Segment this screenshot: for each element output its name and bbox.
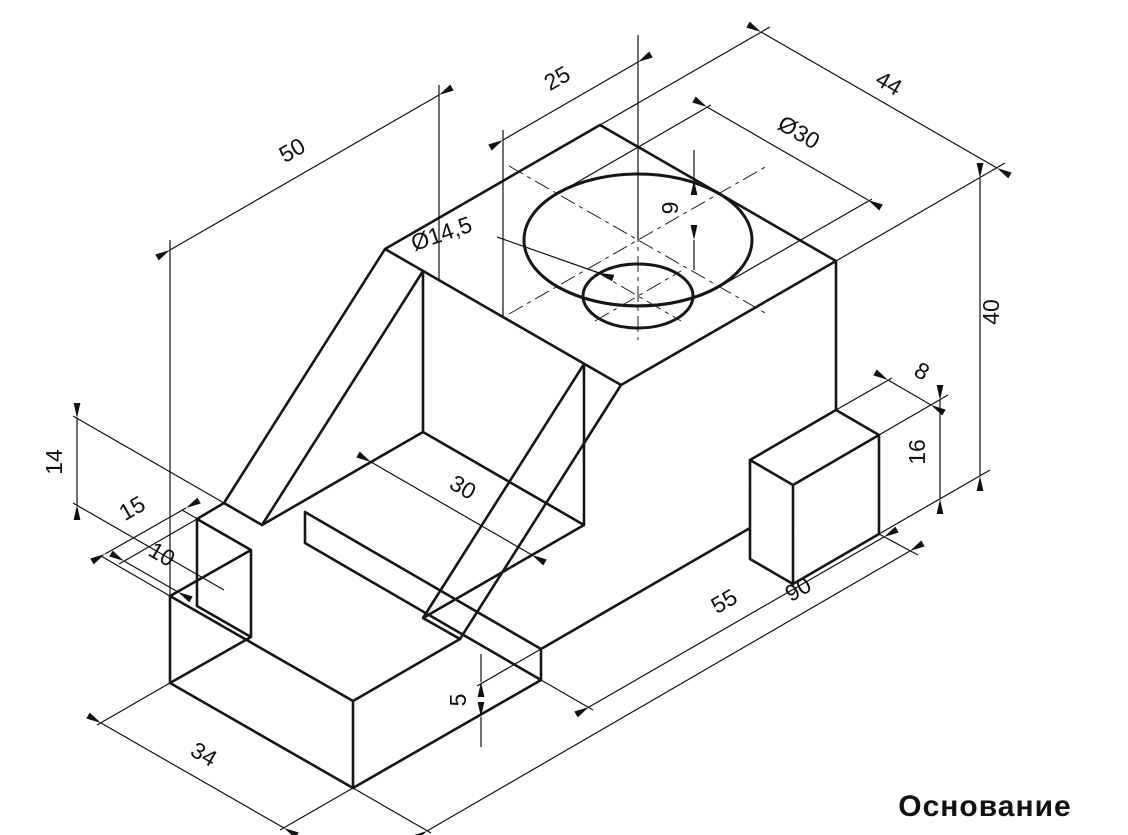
extension-lines	[118, 518, 252, 596]
dimension-8: 8	[835, 357, 949, 436]
dimension-10: 10	[109, 518, 252, 603]
part-outline	[168, 123, 881, 790]
dim-label-90: 90	[780, 571, 815, 606]
dim-label-55: 55	[706, 583, 741, 618]
part-title-caption: Основание	[898, 790, 1071, 823]
counterbore-floor-arc	[533, 266, 743, 307]
dimension-line	[109, 550, 193, 603]
dim-label-9: 9	[657, 202, 683, 215]
dimension-dia30: Ø30	[556, 96, 883, 288]
isometric-part-edges	[168, 123, 881, 790]
dim-label-5: 5	[445, 694, 471, 707]
dim-label-8: 8	[910, 357, 934, 386]
centerline-small-hole-1	[594, 270, 682, 322]
dimension-line	[412, 540, 925, 835]
dim-label-dia30: Ø30	[774, 110, 825, 154]
dim-label-30: 30	[445, 469, 480, 504]
dim-label-16: 16	[904, 439, 930, 465]
leader-line	[496, 236, 615, 282]
dim-label-10: 10	[144, 536, 179, 571]
extension-lines	[835, 377, 949, 436]
dimension-line	[692, 96, 883, 211]
extension-lines	[476, 648, 542, 718]
dimension-line	[86, 712, 299, 835]
dim-label-44: 44	[871, 65, 906, 100]
dimension-55: 55	[540, 526, 899, 718]
extension-lines	[556, 104, 873, 288]
dimension-34: 34	[86, 682, 354, 835]
dim-label-25: 25	[539, 60, 574, 95]
extension-lines	[540, 679, 594, 711]
extension-lines	[96, 682, 354, 831]
dimension-16: 16	[878, 385, 991, 535]
extension-lines	[878, 469, 991, 535]
dimension-line	[746, 21, 1012, 179]
dimension-line	[356, 451, 547, 566]
dim-label-14: 14	[41, 449, 67, 475]
extension-lines	[352, 533, 919, 834]
centerline-v-axis	[508, 165, 768, 315]
dim-label-40: 40	[978, 299, 1004, 325]
dimension-line	[90, 497, 201, 565]
dim-label-34: 34	[186, 736, 221, 771]
dimension-90: 90	[352, 533, 925, 835]
extension-lines	[72, 415, 225, 591]
dimension-line	[155, 84, 454, 261]
dimension-line	[574, 526, 899, 718]
dimension-5: 5	[445, 648, 542, 747]
dimension-40: 40	[976, 163, 1004, 491]
dimension-line	[488, 51, 653, 151]
dim-label-50: 50	[274, 132, 309, 167]
dim-label-15: 15	[114, 490, 149, 525]
centerline-small-hole-2	[594, 270, 682, 322]
dimension-9-depth: 9	[657, 150, 698, 270]
dimension-line	[873, 369, 946, 416]
